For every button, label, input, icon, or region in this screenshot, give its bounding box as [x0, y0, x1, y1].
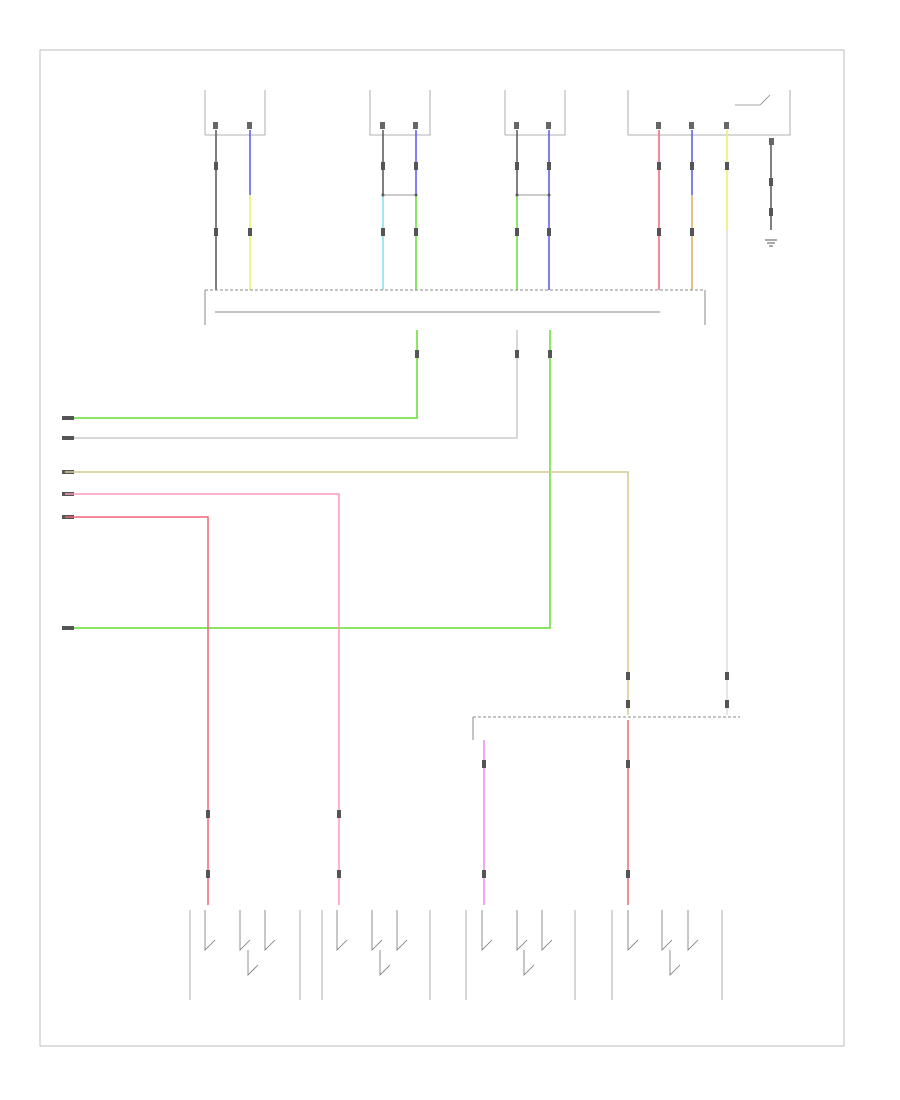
top-component-2: [369, 90, 431, 136]
bottom-component-3: [465, 910, 576, 1000]
top-connector-ticks: [214, 162, 773, 236]
page-border: [39, 49, 845, 1047]
bottom-wire-ticks: [206, 760, 630, 878]
top-component-1: [204, 90, 266, 136]
top-component-3: [504, 90, 566, 136]
top-wires: [215, 130, 772, 290]
joint-output-ticks: [415, 350, 552, 358]
joint-output-wires: [65, 330, 551, 629]
bottom-wires: [483, 720, 629, 905]
ground-symbol: [765, 239, 777, 247]
bottom-component-4: [611, 910, 723, 1000]
top-component-4: [627, 90, 791, 145]
bottom-component-2: [321, 910, 431, 1000]
joint-connector-top: [204, 289, 706, 325]
joint-connector-bottom: [472, 716, 740, 740]
harness-wires: [65, 471, 629, 905]
left-connector-pins: [62, 416, 74, 630]
bottom-joint-ticks: [626, 672, 729, 708]
bottom-component-1: [189, 910, 301, 1000]
